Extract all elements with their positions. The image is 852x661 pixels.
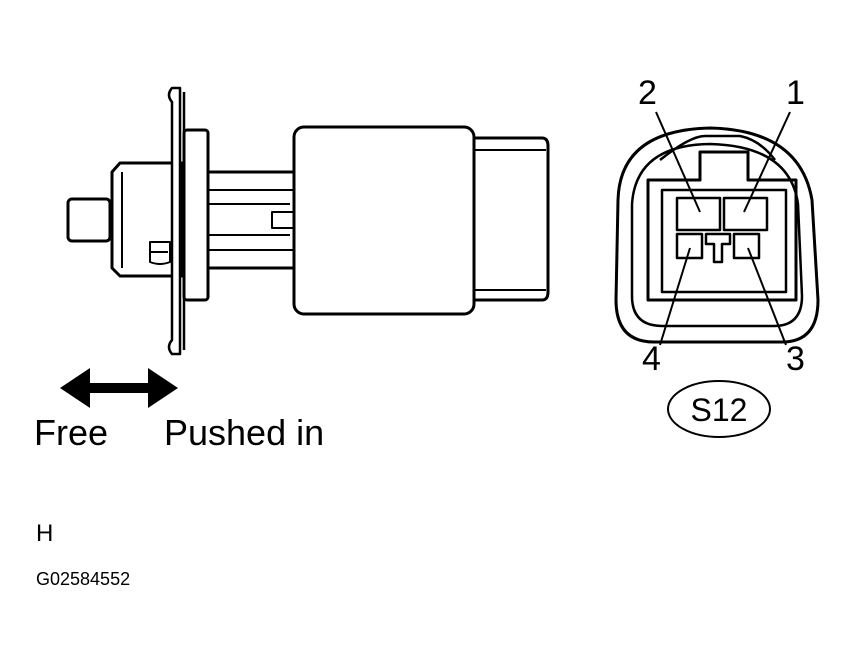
connector-code-label: S12	[691, 392, 748, 428]
pin-cavity-3	[732, 232, 761, 260]
pin-label-3: 3	[786, 340, 805, 378]
pin-label-4: 4	[642, 340, 661, 378]
terminal-block	[646, 150, 798, 302]
switch-side-view	[66, 86, 550, 356]
locking-nut	[182, 128, 210, 302]
pin-cavity-2	[675, 196, 722, 232]
mounting-panel	[167, 86, 182, 356]
pin-label-2: 2	[638, 74, 657, 112]
pushed-in-label: Pushed in	[164, 412, 324, 453]
connector-outer-shell	[614, 126, 820, 344]
connector-code-oval	[667, 380, 771, 438]
free-label: Free	[34, 412, 108, 453]
plunger-tip	[66, 197, 112, 243]
pin-cavity-4	[675, 232, 704, 260]
connector-face-view	[614, 111, 820, 346]
switch-main-body	[292, 125, 476, 316]
pin-label-1: 1	[786, 74, 805, 112]
figure-id: G02584552	[36, 569, 130, 589]
pin-cavity-1	[722, 196, 769, 232]
double-arrow-icon	[60, 368, 178, 408]
view-marker: H	[36, 520, 53, 547]
connector-housing	[472, 136, 550, 302]
